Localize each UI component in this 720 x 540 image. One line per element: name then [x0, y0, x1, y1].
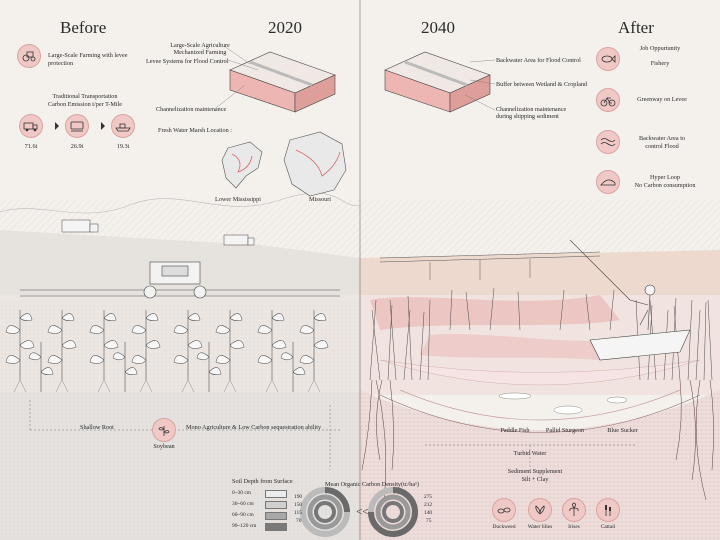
legend-swatch-2: [265, 512, 287, 520]
label-pallid-sturgeon: Pallid Sturgeon: [545, 427, 585, 434]
carbon-left-3: 70: [296, 518, 302, 524]
label-irises: Irises: [568, 524, 580, 530]
train-icon-badge: [65, 114, 89, 138]
label-greenway: Greenway on Levee: [637, 96, 687, 103]
train-icon: [70, 121, 84, 132]
fish-icon: [601, 55, 616, 63]
comparison-arrow: <<: [356, 506, 369, 518]
label-hyperloop-1: Hyper Loop: [649, 174, 681, 181]
label-channel-right-1: Channelization maintenance: [496, 106, 567, 113]
soybean-icon: [158, 426, 170, 436]
legend-title: Soil Depth from Surface: [232, 478, 293, 485]
transport-title: Traditional Transportation: [52, 93, 118, 100]
heading-2040: 2040: [421, 18, 455, 37]
carbon-right-0: 275: [424, 494, 433, 500]
label-buffer: Buffer between Wetland & Cropland: [496, 81, 588, 88]
barge-icon-badge: [111, 114, 135, 138]
label-ag-line2: Mechanized Farming: [173, 49, 227, 56]
heading-after: After: [618, 18, 654, 37]
label-blue-sucker: Blue Sucker: [607, 427, 638, 434]
iris-icon: [569, 502, 579, 516]
carbon-left-1: 150: [294, 502, 303, 508]
label-backwater-after-1: Backwater Area to: [638, 135, 686, 142]
label-jobs-line2: Fishery: [650, 60, 670, 67]
carbon-right-2: 140: [424, 510, 433, 516]
legend-label-1: 30~60 cm: [232, 501, 254, 507]
water-lily-icon: [535, 505, 545, 515]
label-backwater: Backwater Area for Flood Control: [496, 57, 581, 64]
emission-truck: 71.6t: [24, 143, 38, 150]
label-missouri: Missouri: [308, 196, 331, 203]
carbon-left-2: 115: [294, 510, 302, 516]
label-ag-line1: Large-Scale Agriculture: [170, 42, 230, 49]
legend-swatch-3: [265, 523, 287, 531]
carbon-right-1: 212: [424, 502, 433, 508]
large-scale-farming-label: Large-Scale Farming with levee protectio…: [48, 52, 128, 67]
cattail-icon: [605, 505, 611, 516]
label-backwater-after-2: control Flood: [645, 143, 679, 150]
farming-icon-badge: [17, 44, 41, 68]
carbon-left-0: 190: [294, 494, 303, 500]
label-cattail: Cattail: [600, 524, 616, 530]
soybean-icon-badge: [152, 418, 176, 442]
iris-icon-badge: [562, 498, 586, 522]
hyperloop-icon-badge: [596, 170, 620, 194]
label-levee: Levee Systems for Flood Control: [146, 58, 229, 65]
bicycle-icon: [600, 97, 616, 107]
label-lower-mississippi: Lower Mississippi: [215, 196, 261, 203]
label-soybean: Soybean: [153, 443, 175, 450]
label-duckweed: Duckweed: [492, 524, 516, 530]
cattail-icon-badge: [596, 498, 620, 522]
duckweed-icon-badge: [492, 498, 516, 522]
carbon-right-3: 75: [426, 518, 432, 524]
heading-before: Before: [60, 18, 107, 37]
bike-icon-badge: [596, 88, 620, 112]
label-hyperloop-2: No Carbon consumption: [634, 182, 696, 189]
label-water-lilies: Water lilies: [527, 524, 553, 530]
label-channel-right-2: during shipping sediment: [496, 113, 559, 120]
heading-2020: 2020: [268, 18, 302, 37]
duckweed-icon: [497, 507, 511, 514]
legend-swatch-0: [265, 490, 287, 498]
transport-subtitle: Carbon Emission t/per T-Mile: [47, 101, 123, 108]
label-jobs-line1: Job Oppurtunity: [639, 45, 681, 52]
water-lily-icon-badge: [528, 498, 552, 522]
label-marsh-location: Fresh Water Marsh Location :: [158, 127, 232, 134]
water-wave-icon: [600, 138, 616, 146]
label-shallow-root: Shallow Root: [80, 424, 114, 431]
fish-icon-badge: [596, 47, 620, 71]
legend-label-2: 60~90 cm: [232, 512, 254, 518]
legend-label-3: 90~120 cm: [232, 523, 257, 529]
emission-barge: 19.3t: [116, 143, 130, 150]
hyperloop-icon: [600, 179, 616, 186]
tractor-icon: [22, 51, 36, 62]
label-turbid-water: Turbid Water: [513, 450, 547, 457]
truck-icon: [23, 122, 38, 132]
flood-icon-badge: [596, 130, 620, 154]
legend-swatch-1: [265, 501, 287, 509]
label-channel-left: Channelization maintenance: [156, 106, 227, 113]
truck-icon-badge: [19, 114, 43, 138]
barge-icon: [115, 123, 131, 132]
label-sediment-2: Silt + Clay: [521, 476, 549, 483]
label-paddle-fish: Paddle Fish: [500, 427, 530, 434]
emission-train: 26.9t: [70, 143, 84, 150]
label-mono-agriculture: Mono Agriculture & Low Carbon sequestrat…: [186, 424, 322, 431]
legend-label-0: 0~30 cm: [232, 490, 251, 496]
carbon-density-title: Mean Organic Carbon Density(tc/ha¹): [325, 481, 420, 488]
label-sediment-1: Sediment Supplement: [507, 468, 563, 475]
